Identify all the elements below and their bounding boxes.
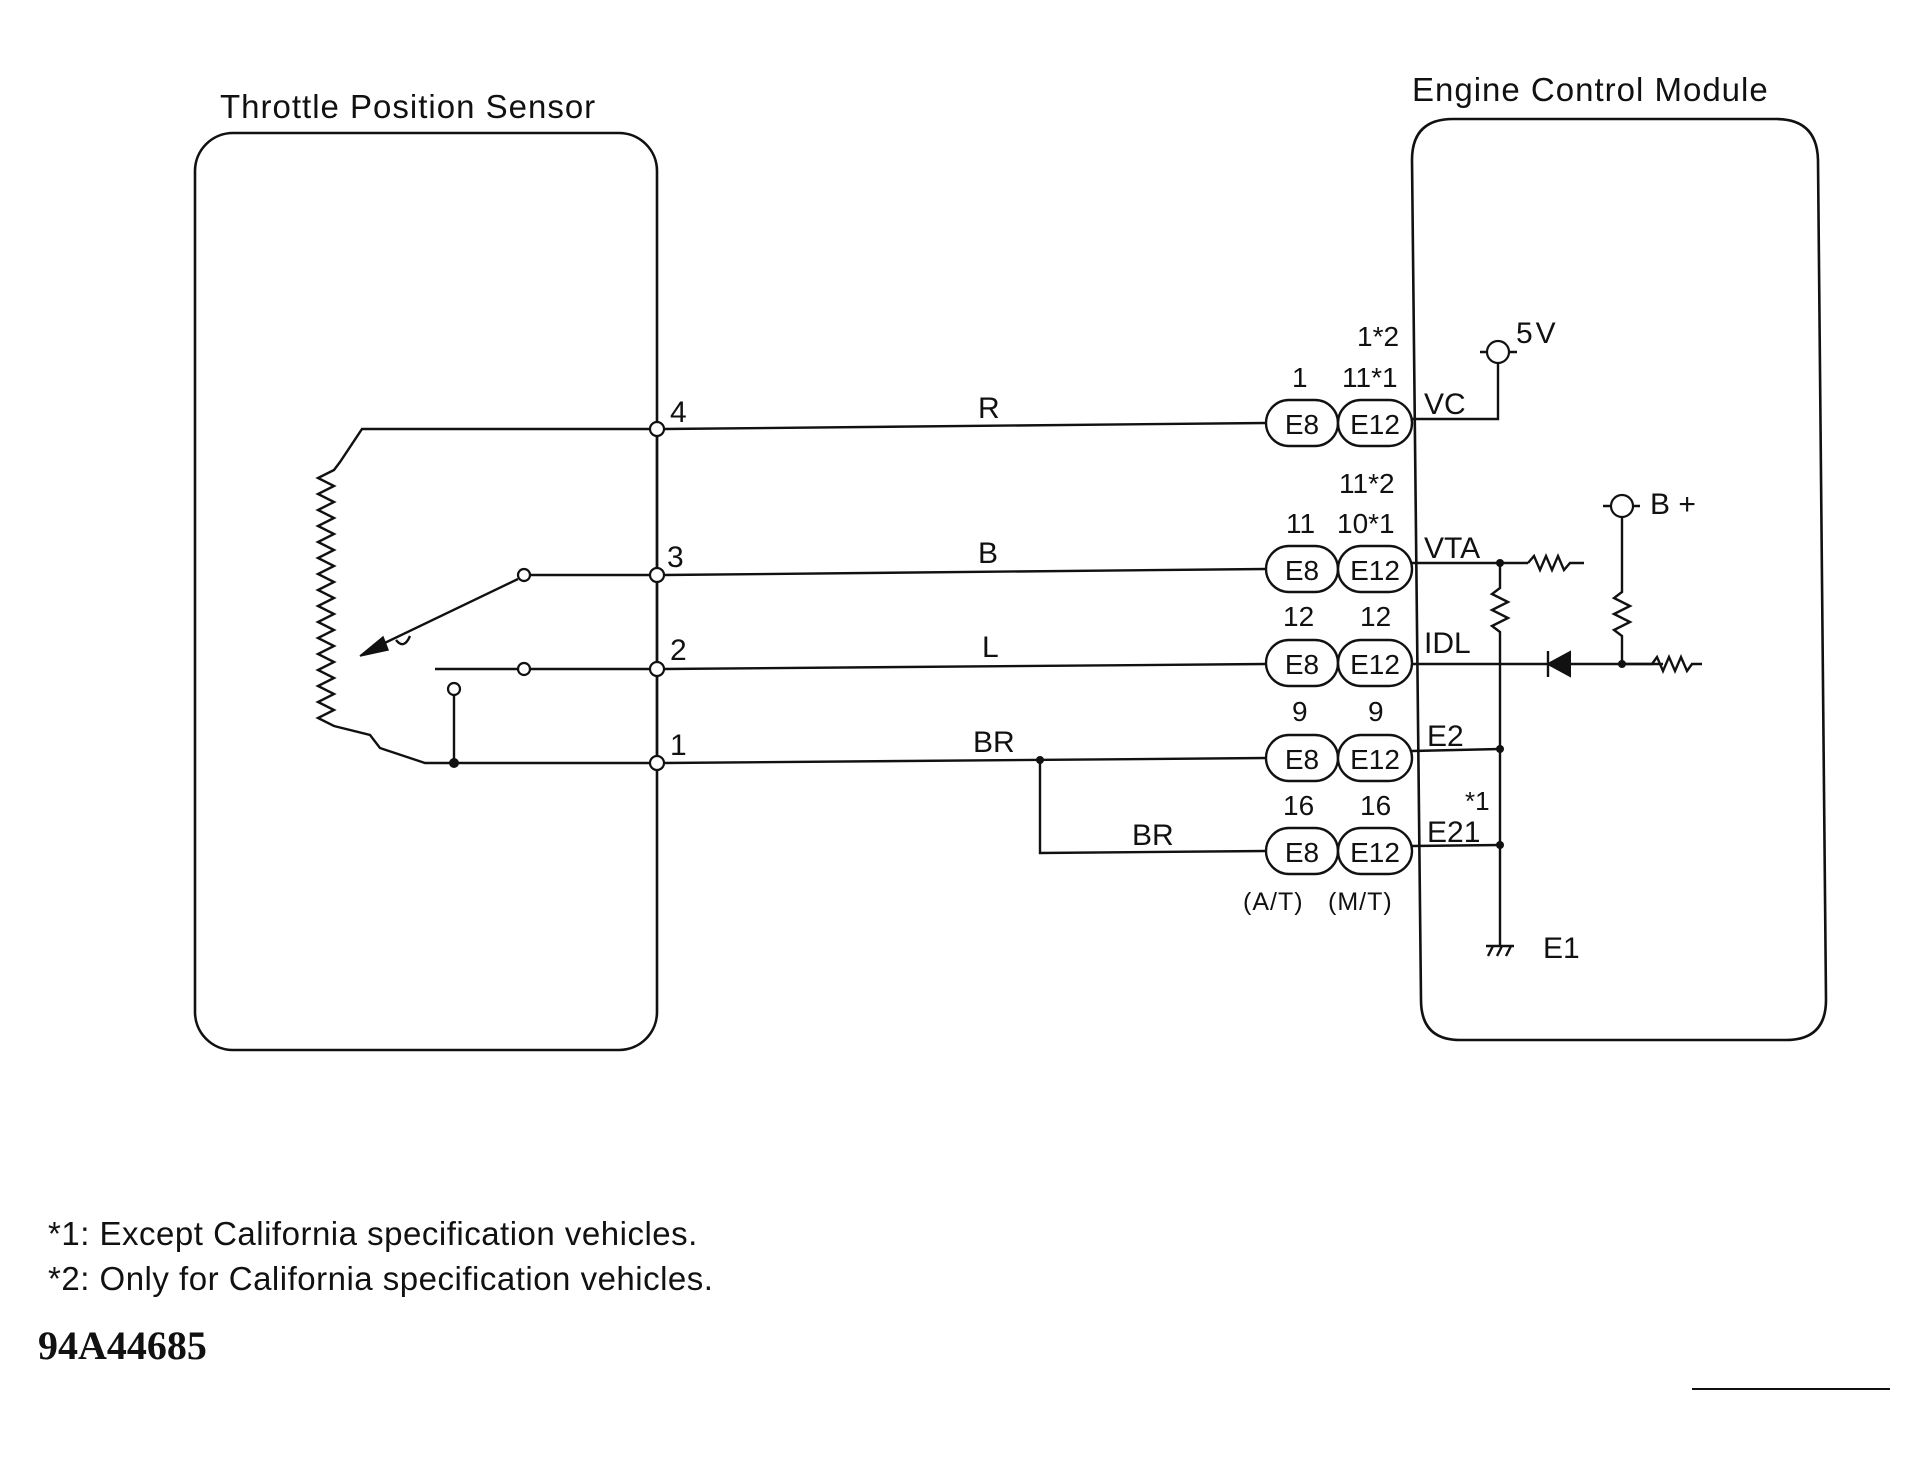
pin-vta-e12-b: 10*1 bbox=[1337, 508, 1395, 539]
ecm-e21-note: *1 bbox=[1465, 786, 1490, 816]
ecm-signal-vta: VTA bbox=[1424, 532, 1480, 565]
connectors: E8 E12 E8 E12 E8 E12 E8 E12 E8 E12 (A/T)… bbox=[1243, 321, 1414, 916]
tps-wiper-mark-icon bbox=[395, 635, 412, 646]
ecm-bplus-label: B + bbox=[1650, 488, 1696, 521]
connector-e12-e2 bbox=[1336, 733, 1414, 783]
pin-vc-e12-b: 11*1 bbox=[1342, 362, 1398, 393]
ecm-idl-resistor-icon bbox=[1622, 653, 1702, 675]
ecm-bplus-resistor-icon bbox=[1611, 517, 1633, 664]
tps-pin-1-label-text: 1 bbox=[670, 729, 687, 762]
wire-b bbox=[663, 567, 1267, 577]
wire-l-label: L bbox=[982, 631, 999, 664]
tps-wiper-contact bbox=[516, 567, 532, 583]
pin-vc-e8: 1 bbox=[1292, 362, 1308, 393]
ecm-signal-e21: E21 bbox=[1427, 816, 1480, 849]
connector-e12-vc-label: E12 bbox=[1350, 409, 1400, 440]
tps-pin-1-terminal bbox=[648, 754, 666, 772]
figure-code: 94A44685 bbox=[38, 1323, 207, 1368]
wire-br-label: BR bbox=[973, 726, 1015, 759]
ecm-bplus-terminal-icon bbox=[1609, 493, 1635, 519]
ecm-ground-label: E1 bbox=[1543, 932, 1580, 965]
engine-control-module: Engine Control Module VC VTA IDL E2 E21 … bbox=[1410, 71, 1828, 1042]
tps-pin-2-label: 2 bbox=[670, 634, 687, 667]
ecm-signal-e2: E2 bbox=[1427, 720, 1464, 753]
ecm-e2-line bbox=[1411, 747, 1501, 753]
tps-junction-1 bbox=[449, 758, 459, 768]
ecm-pull-resistor-icon bbox=[1489, 563, 1511, 945]
connector-mt-label: (M/T) bbox=[1328, 888, 1393, 916]
ecm-5v-terminal-icon bbox=[1485, 339, 1511, 365]
tps-wiper-arrow-icon bbox=[359, 635, 390, 657]
connector-e12-e2-label: E12 bbox=[1350, 744, 1400, 775]
tps-box bbox=[193, 131, 659, 1052]
tps-pin-3-label: 3 bbox=[667, 541, 684, 574]
ecm-signal-vc: VC bbox=[1424, 388, 1466, 421]
wire-br-2-label: BR bbox=[1132, 819, 1174, 852]
footnote-2: *2: Only for California specification ve… bbox=[48, 1260, 714, 1297]
pin-e2-e12: 9 bbox=[1368, 696, 1384, 727]
ground-icon bbox=[1486, 945, 1513, 957]
tps-pin-3-terminal bbox=[648, 566, 666, 584]
connector-e12-idl-label: E12 bbox=[1350, 649, 1400, 680]
pin-e21-e8: 16 bbox=[1283, 790, 1314, 821]
pin-e21-e12: 16 bbox=[1360, 790, 1391, 821]
ecm-box bbox=[1410, 117, 1828, 1042]
wire-br-2 bbox=[1038, 760, 1267, 855]
pin-vta-e8: 11 bbox=[1286, 508, 1315, 539]
connector-e8-vc-label: E8 bbox=[1285, 409, 1319, 440]
wire-br bbox=[663, 756, 1267, 765]
tps-wiper-arm bbox=[367, 577, 519, 653]
connector-at-label: (A/T) bbox=[1243, 888, 1304, 916]
tps-pin-4-terminal bbox=[648, 420, 666, 438]
footnote-1: *1: Except California specification vehi… bbox=[48, 1215, 698, 1252]
connector-e12-vta bbox=[1336, 544, 1414, 594]
wire-r bbox=[663, 421, 1267, 431]
wire-r-label: R bbox=[978, 392, 1000, 425]
throttle-position-sensor: Throttle Position Sensor 4 3 2 3 1 bbox=[193, 88, 687, 1052]
connector-e8-idl-label: E8 bbox=[1285, 649, 1319, 680]
connector-e8-e21-label: E8 bbox=[1285, 837, 1319, 868]
connector-e12-vc bbox=[1336, 398, 1414, 448]
tps-idle-contact bbox=[516, 661, 532, 677]
tps-idle-switch-contact bbox=[446, 681, 462, 697]
diode-icon bbox=[1545, 650, 1571, 678]
tps-title: Throttle Position Sensor bbox=[220, 88, 596, 125]
ecm-signal-idl: IDL bbox=[1424, 627, 1471, 660]
pin-idl-e8: 12 bbox=[1283, 601, 1314, 632]
wire-b-label: B bbox=[978, 537, 998, 570]
harness: R B L BR BR bbox=[663, 392, 1267, 855]
ecm-title: Engine Control Module bbox=[1412, 71, 1769, 108]
tps-resistor-icon bbox=[315, 427, 650, 765]
pin-e2-e8: 9 bbox=[1292, 696, 1308, 727]
connector-e12-e21 bbox=[1336, 826, 1414, 876]
wire-l bbox=[663, 662, 1267, 671]
ecm-vta-resistor-icon bbox=[1527, 552, 1584, 574]
connector-e8-vta-label: E8 bbox=[1285, 555, 1319, 586]
ecm-5v-label: 5V bbox=[1516, 317, 1559, 350]
ecm-e21-line bbox=[1411, 843, 1501, 848]
pin-vta-e12-a: 11*2 bbox=[1339, 468, 1395, 499]
connector-e12-e21-label: E12 bbox=[1350, 837, 1400, 868]
connector-e12-vta-label: E12 bbox=[1350, 555, 1400, 586]
pin-idl-e12: 12 bbox=[1360, 601, 1391, 632]
tps-pin-4-label: 4 bbox=[670, 396, 687, 429]
tps-pin-2-terminal bbox=[648, 660, 666, 678]
connector-e8-e2-label: E8 bbox=[1285, 744, 1319, 775]
pin-vc-e12-a: 1*2 bbox=[1357, 321, 1399, 352]
ecm-vc-line bbox=[1412, 352, 1500, 421]
